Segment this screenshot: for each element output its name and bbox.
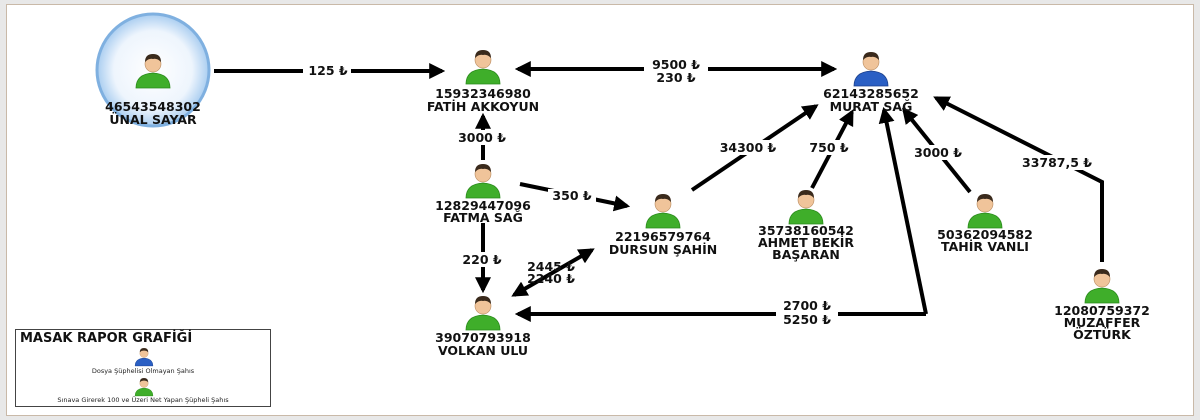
edge-label-muzaffer-murat: 33787,5 ₺	[1022, 155, 1092, 170]
node-id: 15932346980	[435, 86, 531, 101]
legend-item-non-suspect: Dosya Şüphelisi Olmayan Şahıs	[91, 367, 195, 375]
edge-label-fatih-murat-2: 230 ₺	[656, 70, 695, 85]
edge-label-volkan-dursun-1: 2445 ₺	[527, 259, 575, 274]
node-fatih-akkoyun[interactable]: 15932346980 FATİH AKKOYUN	[427, 49, 539, 114]
person-suspect-icon	[465, 163, 501, 199]
edge-label-volkan-murat-2: 5250 ₺	[783, 312, 831, 327]
person-non-suspect-icon	[134, 347, 154, 367]
node-murat-sag[interactable]: 62143285652 MURAT SAĞ	[823, 51, 919, 114]
edge-muzaffer-murat	[933, 96, 1104, 262]
node-name: FATİH AKKOYUN	[427, 99, 539, 114]
node-volkan-ulu[interactable]: 39070793918 VOLKAN ULU	[435, 295, 531, 358]
node-tahir-vanli[interactable]: 50362094582 TAHİR VANLI	[937, 193, 1033, 254]
node-id: 12829447096	[435, 198, 531, 213]
node-name-line1: MUZAFFER	[1064, 315, 1141, 330]
node-name-line2: BAŞARAN	[772, 247, 840, 262]
node-name: VOLKAN ULU	[438, 343, 528, 358]
legend-item-suspect: Sınava Girerek 100 ve Üzeri Net Yapan Şü…	[57, 396, 229, 404]
person-suspect-icon	[1084, 268, 1120, 304]
node-unal-sayar[interactable]: 46543548302 ÜNAL SAYAR	[95, 12, 211, 128]
edge-label-volkan-dursun-2: 2240 ₺	[527, 271, 575, 286]
person-suspect-icon	[645, 193, 681, 229]
node-name: ÜNAL SAYAR	[109, 112, 197, 127]
node-name: DURSUN ŞAHİN	[609, 242, 717, 257]
node-id: 12080759372	[1054, 303, 1150, 318]
edge-label-unal-fatih: 125 ₺	[308, 63, 347, 78]
node-id: 46543548302	[105, 99, 201, 114]
person-suspect-icon	[967, 193, 1003, 229]
person-suspect-icon	[465, 49, 501, 85]
edge-label-fatma-dursun: 350 ₺	[552, 188, 591, 203]
node-name: FATMA SAĞ	[443, 210, 523, 225]
edge-label-ahmet-murat: 750 ₺	[809, 140, 848, 155]
edge-label-fatih-murat-1: 9500 ₺	[652, 57, 700, 72]
node-fatma-sag[interactable]: 12829447096 FATMA SAĞ	[435, 163, 531, 225]
node-name-line1: AHMET BEKİR	[758, 235, 854, 250]
edge-volkan-murat	[878, 106, 928, 315]
node-id: 39070793918	[435, 330, 531, 345]
node-muzaffer-ozturk[interactable]: 12080759372 MUZAFFER ÖZTÜRK	[1054, 268, 1150, 342]
person-suspect-icon	[788, 189, 824, 225]
node-id: 22196579764	[615, 229, 711, 244]
node-name: MURAT SAĞ	[830, 99, 913, 114]
node-name: TAHİR VANLI	[941, 239, 1029, 254]
node-dursun-sahin[interactable]: 22196579764 DURSUN ŞAHİN	[609, 193, 717, 257]
edge-label-dursun-murat: 34300 ₺	[720, 140, 777, 155]
node-ahmet-bekir-basaran[interactable]: 35738160542 AHMET BEKİR BAŞARAN	[758, 189, 854, 262]
edge-label-fatma-volkan: 220 ₺	[462, 252, 501, 267]
edge-label-fatma-fatih: 3000 ₺	[458, 130, 506, 145]
person-non-suspect-icon	[853, 51, 889, 87]
legend-box: MASAK RAPOR GRAFİĞİ Dosya Şüphelisi Olma…	[15, 329, 271, 407]
edge-label-volkan-murat-1: 2700 ₺	[783, 298, 831, 313]
person-suspect-icon	[465, 295, 501, 331]
person-suspect-icon	[134, 377, 154, 397]
edge-label-tahir-murat: 3000 ₺	[914, 145, 962, 160]
edge-volkan-dursun	[511, 248, 595, 297]
node-id: 62143285652	[823, 86, 919, 101]
node-id: 50362094582	[937, 227, 1033, 242]
legend-title: MASAK RAPOR GRAFİĞİ	[20, 331, 193, 346]
node-id: 35738160542	[758, 223, 854, 238]
node-name-line2: ÖZTÜRK	[1073, 327, 1132, 342]
